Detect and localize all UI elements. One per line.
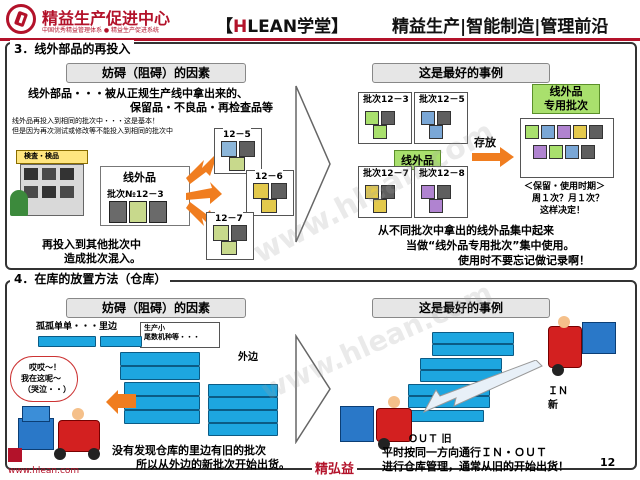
- lot-card-12-5: 12－5: [214, 128, 262, 174]
- right-lot-label-12-7: 批次12－7: [363, 169, 409, 180]
- old-tray-1: [38, 336, 96, 347]
- section-4-transition-arrow: [294, 334, 332, 444]
- footer-url: www.hlean.com: [8, 466, 79, 476]
- small-lot-label: 生产小 尾数机种等・・・: [140, 322, 220, 348]
- lot-tag-12-7: 12－7: [215, 211, 243, 224]
- offline-label: 线外品: [123, 169, 156, 185]
- center-title: 【HLEAN学堂】: [216, 12, 348, 37]
- desc-line-2: 保留品・不良品・再检查品等: [130, 99, 273, 115]
- obstacle-pill-2: 妨碍（阻碍）的因素: [66, 298, 246, 318]
- store-arrow: [470, 146, 516, 168]
- note-line-2: 但是因为再次测试或修改等不能投入到相同的批次中: [12, 127, 173, 136]
- right-lot-12-3: 批次12－3: [358, 92, 412, 144]
- special-lot-title: 线外品 专用批次: [532, 84, 600, 114]
- footer-logo-icon: [8, 448, 22, 462]
- outside-label: 外边: [238, 348, 258, 363]
- shelf-label: 検査・検品: [24, 152, 59, 161]
- right-lot-12-8: 批次12－8: [414, 166, 468, 218]
- wrong-exit-arrow: [104, 390, 138, 420]
- best-caption-3: 使用时不要忘记做记录啊！: [458, 252, 590, 268]
- crying-bubble: 哎哎～！ 我在这呢～ （哭泣・・）: [10, 356, 78, 402]
- best-caption-5: 进行仓库管理，通常从旧的开始出货！: [382, 458, 569, 474]
- out-label: ＯＵＴ 旧: [408, 430, 451, 445]
- fifo-flow-arrow: [414, 360, 544, 416]
- brand-subtitle: 中国优秀精益管理体系 ● 精益生产促进系统: [42, 26, 159, 35]
- isolated-label: 孤孤单单・・・里边: [36, 322, 117, 333]
- usage-period-question: 周１次？月１次？: [532, 194, 604, 205]
- lot-card-12-7: 12－7: [206, 212, 254, 260]
- obstacle-pill-1: 妨碍（阻碍）的因素: [66, 63, 246, 83]
- logo-icon: [6, 4, 36, 34]
- best-practice-pill-2: 这是最好的事例: [372, 298, 550, 318]
- right-lot-label-12-8: 批次12－8: [419, 169, 465, 180]
- right-lot-label-12-5: 批次12－5: [419, 95, 465, 106]
- tray-stack-right: [208, 384, 278, 440]
- footer-brand-mark: 精弘益: [312, 458, 357, 477]
- offline-lot-box: 线外品 批次№12－3: [100, 166, 190, 226]
- right-lot-12-5: 批次12－5: [414, 92, 468, 144]
- lot-number: 批次№12－3: [107, 187, 164, 200]
- inspection-shelf: 検査・検品: [16, 150, 86, 220]
- best-practice-pill-1: 这是最好的事例: [372, 63, 550, 83]
- old-tray-2: [100, 336, 142, 347]
- lot-tag-12-6: 12－6: [255, 169, 283, 182]
- usage-period-title: ＜保留・使用时期＞: [524, 182, 605, 193]
- special-lot-card: [520, 118, 614, 178]
- best-caption-1: 从不同批次中拿出的线外品集中起来: [378, 222, 554, 238]
- lot-card-12-6: 12－6: [246, 170, 294, 216]
- new-label: 新: [548, 396, 558, 411]
- right-lot-label-12-3: 批次12－3: [363, 95, 409, 106]
- page-number: 12: [600, 456, 615, 469]
- right-title: 精益生产|智能制造|管理前沿: [392, 12, 608, 37]
- reinsert-caption-2: 造成批次混入。: [64, 250, 141, 266]
- wrong-caption-2: 所以从外边的新批次开始出货。: [136, 456, 290, 472]
- section-4-title: 4．在库的放置方法（仓库）: [10, 270, 170, 287]
- note-line-1: 线外品再投入到相同的批次中・・・这是基本！: [12, 117, 159, 126]
- in-label: ＩＮ: [548, 382, 568, 397]
- forklift-in: [548, 316, 628, 376]
- section-3-title: 3．线外部品的再投入: [10, 40, 134, 57]
- best-caption-2: 当做“线外品专用批次”集中使用。: [406, 237, 574, 253]
- forklift-left: [18, 404, 108, 462]
- lot-tag-12-5: 12－5: [223, 127, 251, 140]
- usage-period-decide: 这样决定！: [540, 206, 585, 217]
- right-lot-12-7: 批次12－7: [358, 166, 412, 218]
- section-3-transition-arrow: [294, 84, 332, 244]
